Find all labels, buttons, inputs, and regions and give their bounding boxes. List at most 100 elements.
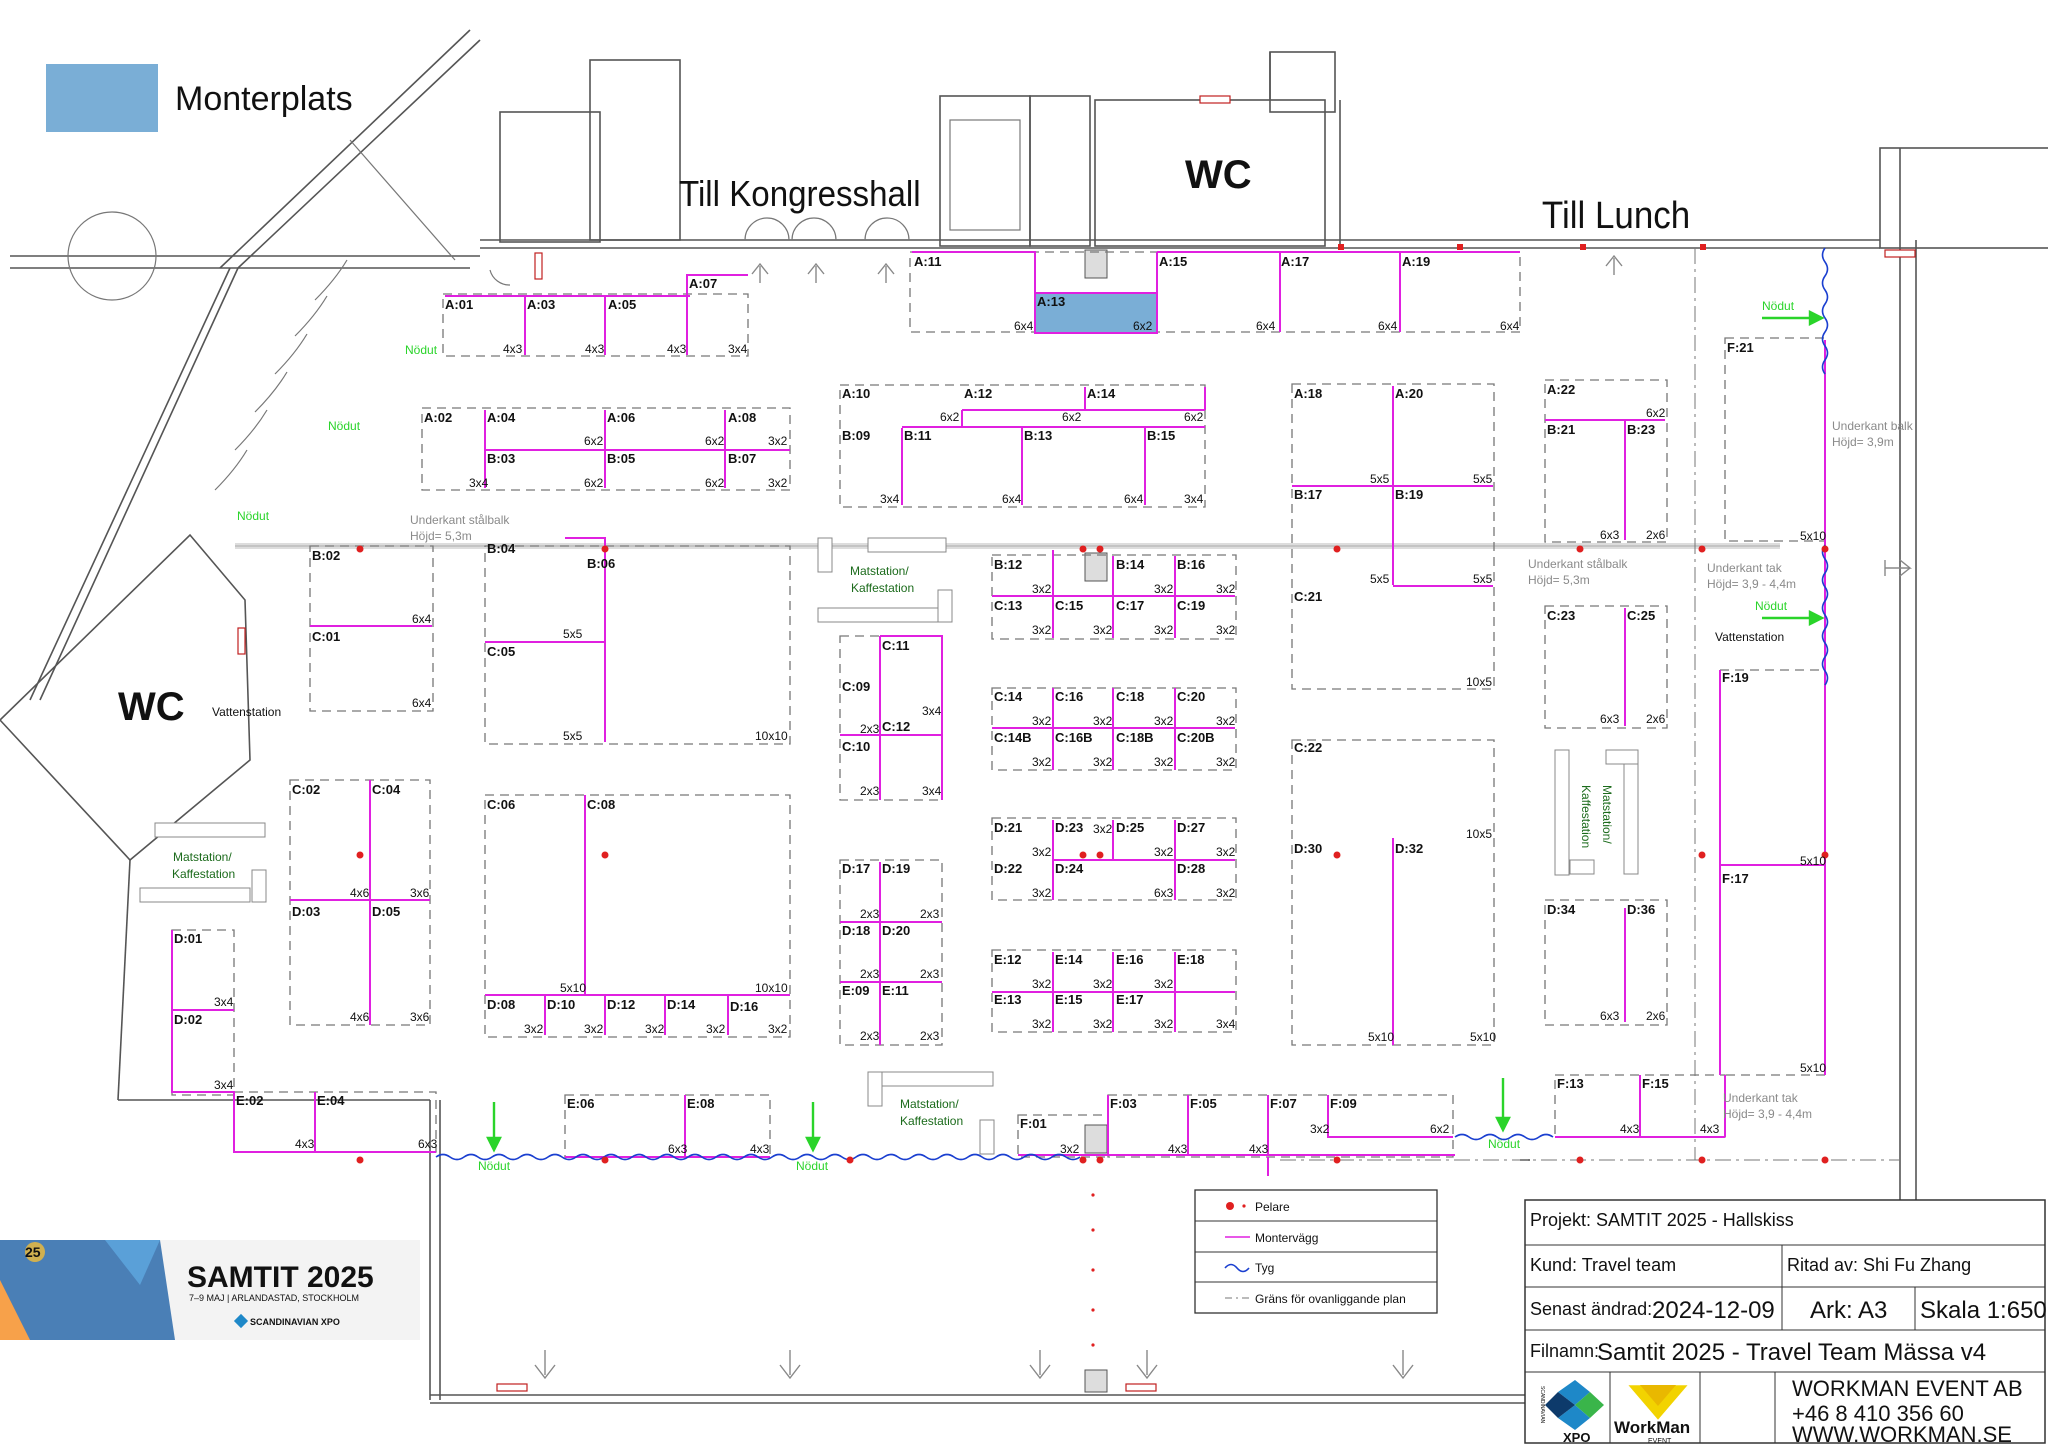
- booth-label[interactable]: C:15: [1055, 598, 1083, 613]
- booth-label[interactable]: C:14: [994, 689, 1023, 704]
- booth-label[interactable]: D:10: [547, 997, 575, 1012]
- booth-label[interactable]: A:05: [608, 297, 636, 312]
- booth-label[interactable]: A:12: [964, 386, 992, 401]
- booth-label[interactable]: D:12: [607, 997, 635, 1012]
- booth-label[interactable]: D:23: [1055, 820, 1083, 835]
- booth-label[interactable]: B:03: [487, 451, 515, 466]
- booth-label[interactable]: D:20: [882, 923, 910, 938]
- booth-label[interactable]: C:14B: [994, 730, 1032, 745]
- booth-label[interactable]: E:16: [1116, 952, 1143, 967]
- booth-label[interactable]: B:04: [487, 541, 516, 556]
- booth-label[interactable]: F:13: [1557, 1076, 1584, 1091]
- booth-label[interactable]: A:03: [527, 297, 555, 312]
- booth-label[interactable]: F:07: [1270, 1096, 1297, 1111]
- booth-label[interactable]: C:12: [882, 719, 910, 734]
- booth-label[interactable]: C:18: [1116, 689, 1144, 704]
- booth-label[interactable]: D:36: [1627, 902, 1655, 917]
- booth-label[interactable]: F:15: [1642, 1076, 1669, 1091]
- booth-label[interactable]: D:30: [1294, 841, 1322, 856]
- booth-label[interactable]: A:01: [445, 297, 473, 312]
- booth-label[interactable]: B:14: [1116, 557, 1145, 572]
- booth-label[interactable]: B:09: [842, 428, 870, 443]
- booth-label[interactable]: A:06: [607, 410, 635, 425]
- booth-label[interactable]: A:10: [842, 386, 870, 401]
- booth-label[interactable]: F:05: [1190, 1096, 1217, 1111]
- booth-label[interactable]: B:06: [587, 556, 615, 571]
- booth-label[interactable]: A:20: [1395, 386, 1423, 401]
- booth-label[interactable]: E:06: [567, 1096, 594, 1111]
- booth-label[interactable]: A:19: [1402, 254, 1430, 269]
- booth-label[interactable]: C:22: [1294, 740, 1322, 755]
- booth-label[interactable]: A:08: [728, 410, 756, 425]
- booth-label[interactable]: B:21: [1547, 422, 1575, 437]
- booth-label[interactable]: D:16: [730, 999, 758, 1014]
- booth-label[interactable]: D:05: [372, 904, 400, 919]
- booth-label[interactable]: A:17: [1281, 254, 1309, 269]
- booth-label[interactable]: F:17: [1722, 871, 1749, 886]
- booth-label[interactable]: D:17: [842, 861, 870, 876]
- booth-label[interactable]: A:22: [1547, 382, 1575, 397]
- booth-label[interactable]: B:07: [728, 451, 756, 466]
- booth-label[interactable]: D:28: [1177, 861, 1205, 876]
- booth-label[interactable]: C:05: [487, 644, 515, 659]
- booth-label[interactable]: D:21: [994, 820, 1022, 835]
- booth-label[interactable]: D:02: [174, 1012, 202, 1027]
- booth-label[interactable]: C:08: [587, 797, 615, 812]
- booth-label[interactable]: C:16B: [1055, 730, 1093, 745]
- booth-label[interactable]: B:02: [312, 548, 340, 563]
- booth-label[interactable]: E:09: [842, 983, 869, 998]
- booth-label[interactable]: A:02: [424, 410, 452, 425]
- booth-label[interactable]: E:11: [882, 983, 909, 998]
- booth-label[interactable]: B:15: [1147, 428, 1175, 443]
- booth-label[interactable]: B:23: [1627, 422, 1655, 437]
- booth-label[interactable]: C:06: [487, 797, 515, 812]
- booth-label[interactable]: D:01: [174, 931, 202, 946]
- booth-label[interactable]: D:18: [842, 923, 870, 938]
- booth-label[interactable]: F:09: [1330, 1096, 1357, 1111]
- booth-label[interactable]: A:11: [914, 254, 941, 269]
- booth-label[interactable]: F:19: [1722, 670, 1749, 685]
- booth-label[interactable]: C:23: [1547, 608, 1575, 623]
- booth-label[interactable]: D:08: [487, 997, 515, 1012]
- booth-label[interactable]: F:03: [1110, 1096, 1137, 1111]
- booth-label[interactable]: C:18B: [1116, 730, 1154, 745]
- booth-label[interactable]: C:16: [1055, 689, 1083, 704]
- booth-label[interactable]: D:27: [1177, 820, 1205, 835]
- booth-label[interactable]: B:17: [1294, 487, 1322, 502]
- booth-label[interactable]: A:07: [689, 276, 717, 291]
- booth-label[interactable]: C:19: [1177, 598, 1205, 613]
- booth-label[interactable]: A:18: [1294, 386, 1322, 401]
- booth-label[interactable]: C:13: [994, 598, 1022, 613]
- booth-label[interactable]: D:32: [1395, 841, 1423, 856]
- booth-label[interactable]: D:19: [882, 861, 910, 876]
- booth-label[interactable]: D:34: [1547, 902, 1576, 917]
- booth-label[interactable]: C:17: [1116, 598, 1144, 613]
- booth-label[interactable]: D:25: [1116, 820, 1144, 835]
- booth-label[interactable]: E:13: [994, 992, 1021, 1007]
- booth-label[interactable]: B:05: [607, 451, 635, 466]
- booth-label[interactable]: D:03: [292, 904, 320, 919]
- booth-label[interactable]: C:25: [1627, 608, 1655, 623]
- booth-label[interactable]: C:20B: [1177, 730, 1215, 745]
- booth-label[interactable]: A:15: [1159, 254, 1187, 269]
- booth-label[interactable]: A:13: [1037, 294, 1065, 309]
- booth-label[interactable]: C:20: [1177, 689, 1205, 704]
- booth-label[interactable]: E:04: [317, 1093, 345, 1108]
- booth-label[interactable]: F:01: [1020, 1116, 1047, 1131]
- booth-label[interactable]: E:17: [1116, 992, 1143, 1007]
- booth-label[interactable]: C:01: [312, 629, 340, 644]
- booth-label[interactable]: B:13: [1024, 428, 1052, 443]
- booth-label[interactable]: B:19: [1395, 487, 1423, 502]
- booth-label[interactable]: C:04: [372, 782, 401, 797]
- booth-label[interactable]: C:10: [842, 739, 870, 754]
- booth-label[interactable]: E:14: [1055, 952, 1083, 967]
- booth-label[interactable]: B:11: [904, 428, 931, 443]
- booth-label[interactable]: E:18: [1177, 952, 1204, 967]
- booth-label[interactable]: E:02: [236, 1093, 263, 1108]
- booth-label[interactable]: C:11: [882, 638, 909, 653]
- booth-label[interactable]: F:21: [1727, 340, 1754, 355]
- booth-label[interactable]: C:09: [842, 679, 870, 694]
- booth-label[interactable]: E:12: [994, 952, 1021, 967]
- booth-label[interactable]: B:16: [1177, 557, 1205, 572]
- booth-label[interactable]: C:21: [1294, 589, 1322, 604]
